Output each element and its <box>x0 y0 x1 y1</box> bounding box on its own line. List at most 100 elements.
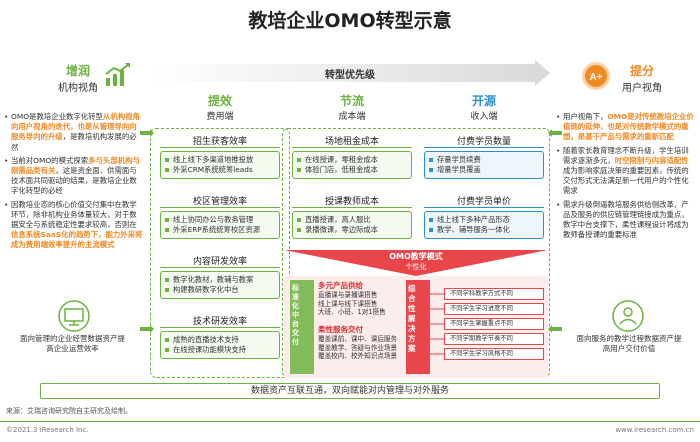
monitor-icon <box>56 300 92 336</box>
left-bullets: OMO是教培企业数字化转型从机构视角向用户视角的迭代，也是从管理导向向服务导向的… <box>4 112 144 254</box>
right-connector-arrow <box>548 122 562 141</box>
efficiency-3-title: 内容研发效率 <box>160 254 280 268</box>
cost-section-2: 授课教师成本 直播授课，高人服比 录播微课，零边际成本 <box>292 194 412 239</box>
right-bottom-arrow <box>548 318 562 337</box>
cost-2-item-2: 录播微课，零边际成本 <box>293 225 411 235</box>
right-header: 提分 用户视角 <box>612 62 672 94</box>
omo-supply-block: 多元产品供给 直播课与录播课搭售 线上课与线下课搭售 大班、小班、1对1搭售 <box>318 280 408 317</box>
efficiency-section-1: 招生获客效率 线上线下多渠道地推投放 外采CRM系统统筹leads <box>160 134 280 179</box>
efficiency-2-box: 线上协同办公与教务管理 外采ERP系统统筹校区资源 <box>160 211 280 239</box>
right-title: 提分 <box>629 64 654 78</box>
priority-label: 转型优先级 <box>325 70 375 81</box>
efficiency-3-box: 数字化教材，教辅与教案 构建教研数字化中台 <box>160 271 280 299</box>
left-bottom-note: 面向管理的企业经营数据资产提高企业运营效率 <box>20 334 125 353</box>
right-bottom-note: 面向服务的教学过程数据资产提高用户交付价值 <box>576 334 682 353</box>
left-bullet-2: 当前对OMO的模式探索多与头部机构与刚需品类有关，这是资金面、供需面与技术面共同… <box>4 156 144 197</box>
revenue-1-title: 付费学员数量 <box>424 134 544 148</box>
efficiency-1-box: 线上线下多渠道地推投放 外采CRM系统统筹leads <box>160 151 280 179</box>
revenue-2-title: 付费学员单价 <box>424 194 544 208</box>
efficiency-section-3: 内容研发效率 数字化教材，教辅与教案 构建教研数字化中台 <box>160 254 280 299</box>
growth-chart-icon <box>104 62 132 92</box>
need-item-3: 不同学生掌握重点不同 <box>444 318 544 330</box>
omo-supply-line-2: 线上课与线下课搭售 <box>318 299 378 308</box>
cost-section-1: 场地租金成本 在线授课，零租金成本 体验门店，低租金成本 <box>292 134 412 179</box>
efficiency-3-item-1: 数字化教材，教辅与教案 <box>161 275 279 285</box>
col-cost-sub: 成本端 <box>338 112 366 122</box>
efficiency-3-item-2: 构建教研数字化中台 <box>161 285 279 295</box>
omo-service-line-3: 覆盖校内、校外知识点场景 <box>318 352 398 361</box>
col-efficiency-header: 提效 费用端 <box>160 92 280 122</box>
col-cost-title: 节流 <box>339 94 364 108</box>
omo-title: OMO教学模式 <box>389 252 443 261</box>
need-item-4: 不同学期教学节奏不同 <box>444 333 544 345</box>
cost-2-title: 授课教师成本 <box>292 194 412 208</box>
efficiency-2-title: 校区管理效率 <box>160 194 280 208</box>
omo-center-vertical-label: 综合性解决方案 <box>408 284 416 353</box>
omo-service-head: 柔性服务交付 <box>318 325 363 334</box>
efficiency-1-title: 招生获客效率 <box>160 134 280 148</box>
right-bullet-2: 随着家长教育理念不断升级，学生培训需求逐渐多元，时空限制与内容适配性成为影响家庭… <box>556 146 696 197</box>
revenue-2-item-1: 线上线下多种产品形态 <box>425 215 543 225</box>
efficiency-4-item-1: 成熟的直播技术支持 <box>161 335 279 345</box>
omo-left-vertical-label: 标准化中台交付 <box>292 284 299 346</box>
revenue-2-item-2: 教学、辅导服务一体化 <box>425 225 543 235</box>
need-item-1: 不同学科教学方式不同 <box>444 288 544 300</box>
left-bullet-3: 因教培业态的核心价值交付集中在教学环节，除非机构业务体量较大，对于数据安全与系统… <box>4 200 144 251</box>
col-revenue-title: 开源 <box>471 94 496 108</box>
efficiency-2-item-1: 线上协同办公与教务管理 <box>161 215 279 225</box>
efficiency-frame <box>150 128 290 378</box>
left-header: 增润 机构视角 <box>48 62 108 94</box>
cost-1-title: 场地租金成本 <box>292 134 412 148</box>
omo-service-block: 柔性服务交付 覆盖课前、课中、课后服务 覆盖教学、答疑与作业场景 覆盖校内、校外… <box>318 324 408 361</box>
revenue-1-item-1: 存量学员续费 <box>425 155 543 165</box>
right-bullet-3: 需求升级倒逼教培服务供给侧改革，产品及服务的供应链管理链接成为重点，数字中台支撑… <box>556 200 696 241</box>
source-note: 来源：艾瑞咨询研究院自主研究及绘制。 <box>6 407 132 415</box>
revenue-1-item-2: 增量学员覆盖 <box>425 165 543 175</box>
need-item-2: 不同学生学习进度不同 <box>444 303 544 315</box>
right-bullet-1: 用户视角下，OMO是对传统教培企业价值链的延伸，也是对传统教学模式的重塑，是基于… <box>556 112 696 143</box>
website: www.iresearch.com.cn <box>615 426 694 434</box>
col-efficiency-sub: 费用端 <box>206 112 234 122</box>
efficiency-4-title: 技术研发效率 <box>160 314 280 328</box>
omo-supply-line-3: 大班、小班、1对1搭售 <box>318 308 386 317</box>
revenue-section-1: 付费学员数量 存量学员续费 增量学员覆盖 <box>424 134 544 179</box>
efficiency-4-box: 成熟的直播技术支持 在线授课功能模块支持 <box>160 331 280 359</box>
revenue-1-box: 存量学员续费 增量学员覆盖 <box>424 151 544 179</box>
svg-text:A+: A+ <box>589 72 602 83</box>
efficiency-section-4: 技术研发效率 成熟的直播技术支持 在线授课功能模块支持 <box>160 314 280 359</box>
left-title: 增润 <box>65 64 90 78</box>
score-up-icon: A+ <box>582 62 610 90</box>
omo-subtitle: 个性化 <box>405 263 427 271</box>
page-title: 教培企业OMO转型示意 <box>248 10 452 32</box>
need-item-5: 不同学生学习风格不同 <box>444 348 544 360</box>
efficiency-1-item-1: 线上线下多渠道地推投放 <box>161 155 279 165</box>
right-subtitle: 用户视角 <box>622 83 662 94</box>
priority-arrow <box>150 60 550 86</box>
omo-supply-line-1: 直播课与录播课搭售 <box>318 291 378 299</box>
omo-supply-head: 多元产品供给 <box>318 281 363 290</box>
data-asset-bar: 数据资产互联互通，双向赋能对内管理与对外服务 <box>40 383 660 399</box>
user-service-icon <box>610 300 646 336</box>
cost-1-item-1: 在线授课，零租金成本 <box>293 155 411 165</box>
footer-divider <box>0 421 700 422</box>
cost-2-item-1: 直播授课，高人服比 <box>293 215 411 225</box>
revenue-2-box: 线上线下多种产品形态 教学、辅导服务一体化 <box>424 211 544 239</box>
efficiency-1-item-2: 外采CRM系统统筹leads <box>161 165 279 175</box>
efficiency-4-item-2: 在线授课功能模块支持 <box>161 345 279 355</box>
left-bullet-1: OMO是教培企业数字化转型从机构视角向用户视角的迭代，也是从管理导向向服务导向的… <box>4 112 144 153</box>
col-cost-header: 节流 成本端 <box>292 92 412 122</box>
right-bullets: 用户视角下，OMO是对传统教培企业价值链的延伸，也是对传统教学模式的重塑，是基于… <box>556 112 696 243</box>
left-subtitle: 机构视角 <box>58 83 98 94</box>
efficiency-section-2: 校区管理效率 线上协同办公与教务管理 外采ERP系统统筹校区资源 <box>160 194 280 239</box>
efficiency-2-item-2: 外采ERP系统统筹校区资源 <box>161 225 279 235</box>
revenue-section-2: 付费学员单价 线上线下多种产品形态 教学、辅导服务一体化 <box>424 194 544 239</box>
omo-service-line-1: 覆盖课前、课中、课后服务 <box>318 335 398 343</box>
col-efficiency-title: 提效 <box>207 94 232 108</box>
copyright: ©2021.3 iResearch Inc. <box>6 426 89 434</box>
cost-2-box: 直播授课，高人服比 录播微课，零边际成本 <box>292 211 412 239</box>
omo-service-line-2: 覆盖教学、答疑与作业场景 <box>318 343 398 352</box>
col-revenue-header: 开源 收入端 <box>424 92 544 122</box>
col-revenue-sub: 收入端 <box>470 112 498 122</box>
cost-1-box: 在线授课，零租金成本 体验门店，低租金成本 <box>292 151 412 179</box>
cost-1-item-2: 体验门店，低租金成本 <box>293 165 411 175</box>
